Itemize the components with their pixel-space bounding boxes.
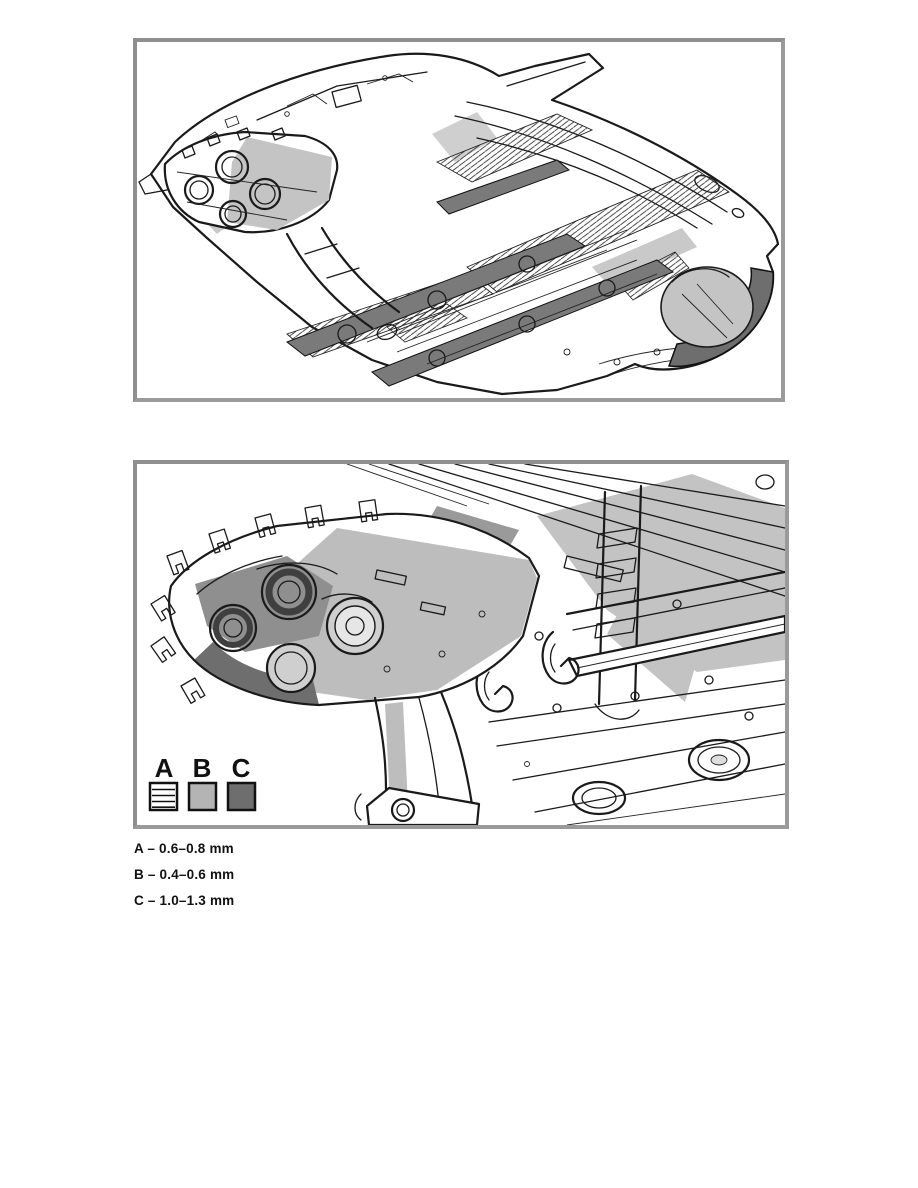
hook-brackets: [475, 630, 580, 713]
legend-swatch-a: [148, 781, 179, 812]
thickness-caption: A – 0.6–0.8 mm B – 0.4–0.6 mm C – 1.0–1.…: [134, 842, 234, 920]
edge-clips: [150, 499, 379, 704]
pillar-member: [354, 690, 481, 825]
legend: A B C: [143, 748, 263, 818]
figure-body-shell-overview: [133, 38, 785, 402]
upper-structure-detail: [198, 71, 428, 143]
floor-rails-and-lines: [488, 570, 785, 825]
swatch-a-stripes: [152, 788, 175, 808]
body-outline: [138, 52, 780, 396]
legend-label-c: C: [232, 753, 251, 783]
front-bulkhead-panel: [163, 127, 339, 234]
rear-wheel-arch: [660, 266, 774, 368]
caption-line-b: B – 0.4–0.6 mm: [134, 867, 235, 882]
legend-swatch-b: [187, 781, 218, 812]
legend-label-b: B: [193, 753, 212, 783]
floor-recesses: [571, 738, 751, 816]
caption-line-c: C – 1.0–1.3 mm: [134, 893, 235, 908]
caption-line-a: A – 0.6–0.8 mm: [134, 841, 234, 856]
front-frame-member: [285, 226, 401, 341]
floor-detail-lines: [366, 229, 723, 377]
legend-swatch-c: [226, 781, 257, 812]
bolt-holes: [524, 474, 775, 767]
underbody-closeup-drawing: A B C: [143, 464, 785, 825]
body-shell-overview-drawing: [138, 52, 780, 396]
legend-label-a: A: [155, 753, 174, 783]
wheel-well-panel: [168, 512, 541, 707]
figure-underbody-closeup: A B C: [133, 460, 789, 829]
background-structure-lines: [346, 464, 785, 597]
